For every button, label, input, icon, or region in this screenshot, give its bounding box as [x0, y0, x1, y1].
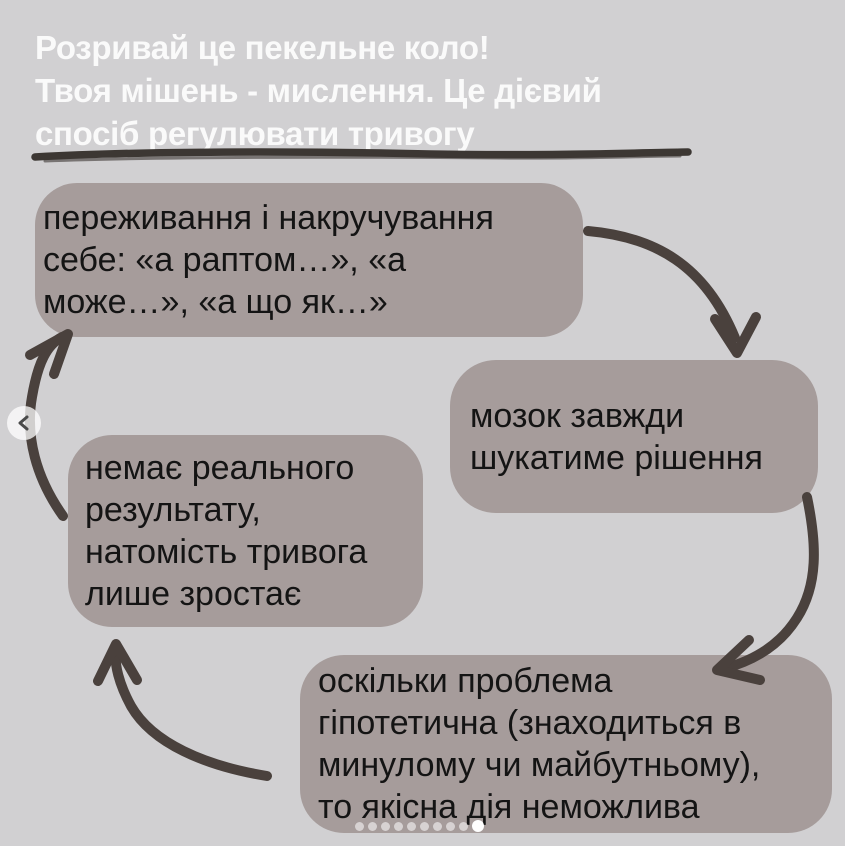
arrow-worry-to-brain [583, 226, 761, 358]
cycle-box-hypothetical: оскільки проблема гіпотетична (знаходить… [300, 655, 832, 833]
arrow-hypothetical-to-no-result [93, 639, 272, 781]
carousel-dots [355, 820, 484, 832]
cycle-box-brain: мозок завжди шукатиме рішення [450, 360, 818, 513]
carousel-dot [355, 821, 364, 831]
arrow-brain-to-hypothetical [712, 492, 819, 685]
carousel-dot [394, 821, 403, 831]
carousel-dot [368, 821, 377, 831]
cycle-box-no-result: немає реального результату, натомість тр… [68, 435, 423, 627]
cycle-box-worry: переживання і накручування себе: «а рапт… [35, 183, 583, 337]
carousel-dot [472, 820, 484, 832]
chevron-left-icon [18, 415, 29, 431]
carousel-dot [459, 821, 468, 831]
carousel-dot [433, 821, 442, 831]
carousel-prev-button[interactable] [7, 406, 41, 440]
carousel-dot [420, 821, 429, 831]
carousel-dot [446, 821, 455, 831]
carousel-dot [381, 821, 390, 831]
carousel-dot [407, 821, 416, 831]
slide-title: Розривай це пекельне коло! Твоя мішень -… [35, 29, 602, 152]
